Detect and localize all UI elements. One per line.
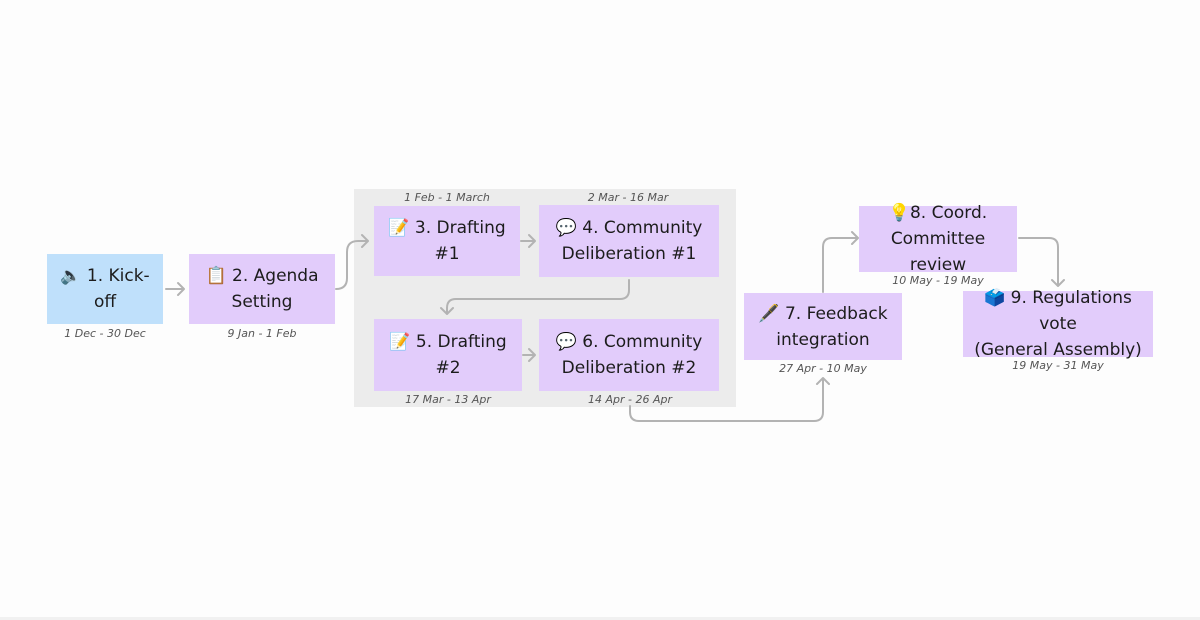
node-regulations-vote[interactable]: 🗳️ 9. Regulations vote (General Assembly… [963, 288, 1153, 360]
node-label: 3. Drafting #1 [414, 218, 506, 264]
node-label: 1. Kick-off [86, 266, 150, 312]
node-label: 5. Drafting #2 [415, 332, 507, 378]
node-date: 19 May - 31 May [1012, 359, 1104, 372]
node-drafting-2[interactable]: 📝 5. Drafting #2 [374, 319, 522, 391]
edge-5-6 [522, 348, 536, 362]
node-date: 1 Feb - 1 March [404, 191, 490, 204]
node-label: 9. Regulations vote (General Assembly) [974, 288, 1142, 360]
node-date: 2 Mar - 16 Mar [587, 191, 669, 204]
node-label: 4. Community Deliberation #1 [561, 218, 703, 264]
pen-icon: 🖋️ [758, 303, 780, 324]
node-community-deliberation-2[interactable]: 💬 6. Community Deliberation #2 [539, 319, 719, 391]
node-kick-off[interactable]: 🔈 1. Kick-off [47, 254, 163, 324]
bottom-divider [0, 617, 1200, 620]
node-drafting-1[interactable]: 📝 3. Drafting #1 [374, 206, 520, 276]
edge-6-7 [629, 377, 830, 422]
node-date: 1 Dec - 30 Dec [64, 327, 146, 340]
node-label: 7. Feedback integration [776, 303, 888, 350]
speaker-icon: 🔈 [60, 266, 82, 286]
node-label: 2. Agenda Setting [231, 266, 319, 312]
edge-7-8 [822, 231, 859, 293]
memo-icon: 📝 [388, 218, 410, 238]
node-date: 10 May - 19 May [892, 274, 984, 287]
node-agenda-setting[interactable]: 📋 2. Agenda Setting [189, 254, 335, 324]
edge-4-5 [440, 279, 630, 315]
node-date: 17 Mar - 13 Apr [405, 393, 491, 406]
node-date: 9 Jan - 1 Feb [227, 327, 297, 340]
speech-bubble-icon: 💬 [555, 332, 577, 352]
node-label: 8. Coord. Committee review [890, 203, 988, 275]
node-community-deliberation-1[interactable]: 💬 4. Community Deliberation #1 [539, 205, 719, 277]
edge-2-3 [335, 234, 369, 290]
memo-icon: 📝 [389, 332, 411, 352]
lightbulb-icon: 💡 [888, 203, 910, 223]
node-feedback-integration[interactable]: 🖋️ 7. Feedback integration [744, 293, 902, 360]
node-coord-committee-review[interactable]: 💡8. Coord. Committee review [859, 203, 1017, 275]
node-label: 6. Community Deliberation #2 [561, 332, 703, 378]
clipboard-icon: 📋 [205, 266, 227, 286]
edge-1-2 [165, 282, 185, 296]
edge-3-4 [520, 234, 536, 248]
edge-8-9 [1018, 237, 1065, 287]
ballot-box-icon: 🗳️ [984, 288, 1006, 308]
node-date: 14 Apr - 26 Apr [587, 393, 672, 406]
node-date: 27 Apr - 10 May [779, 362, 867, 375]
speech-bubble-icon: 💬 [555, 218, 577, 238]
